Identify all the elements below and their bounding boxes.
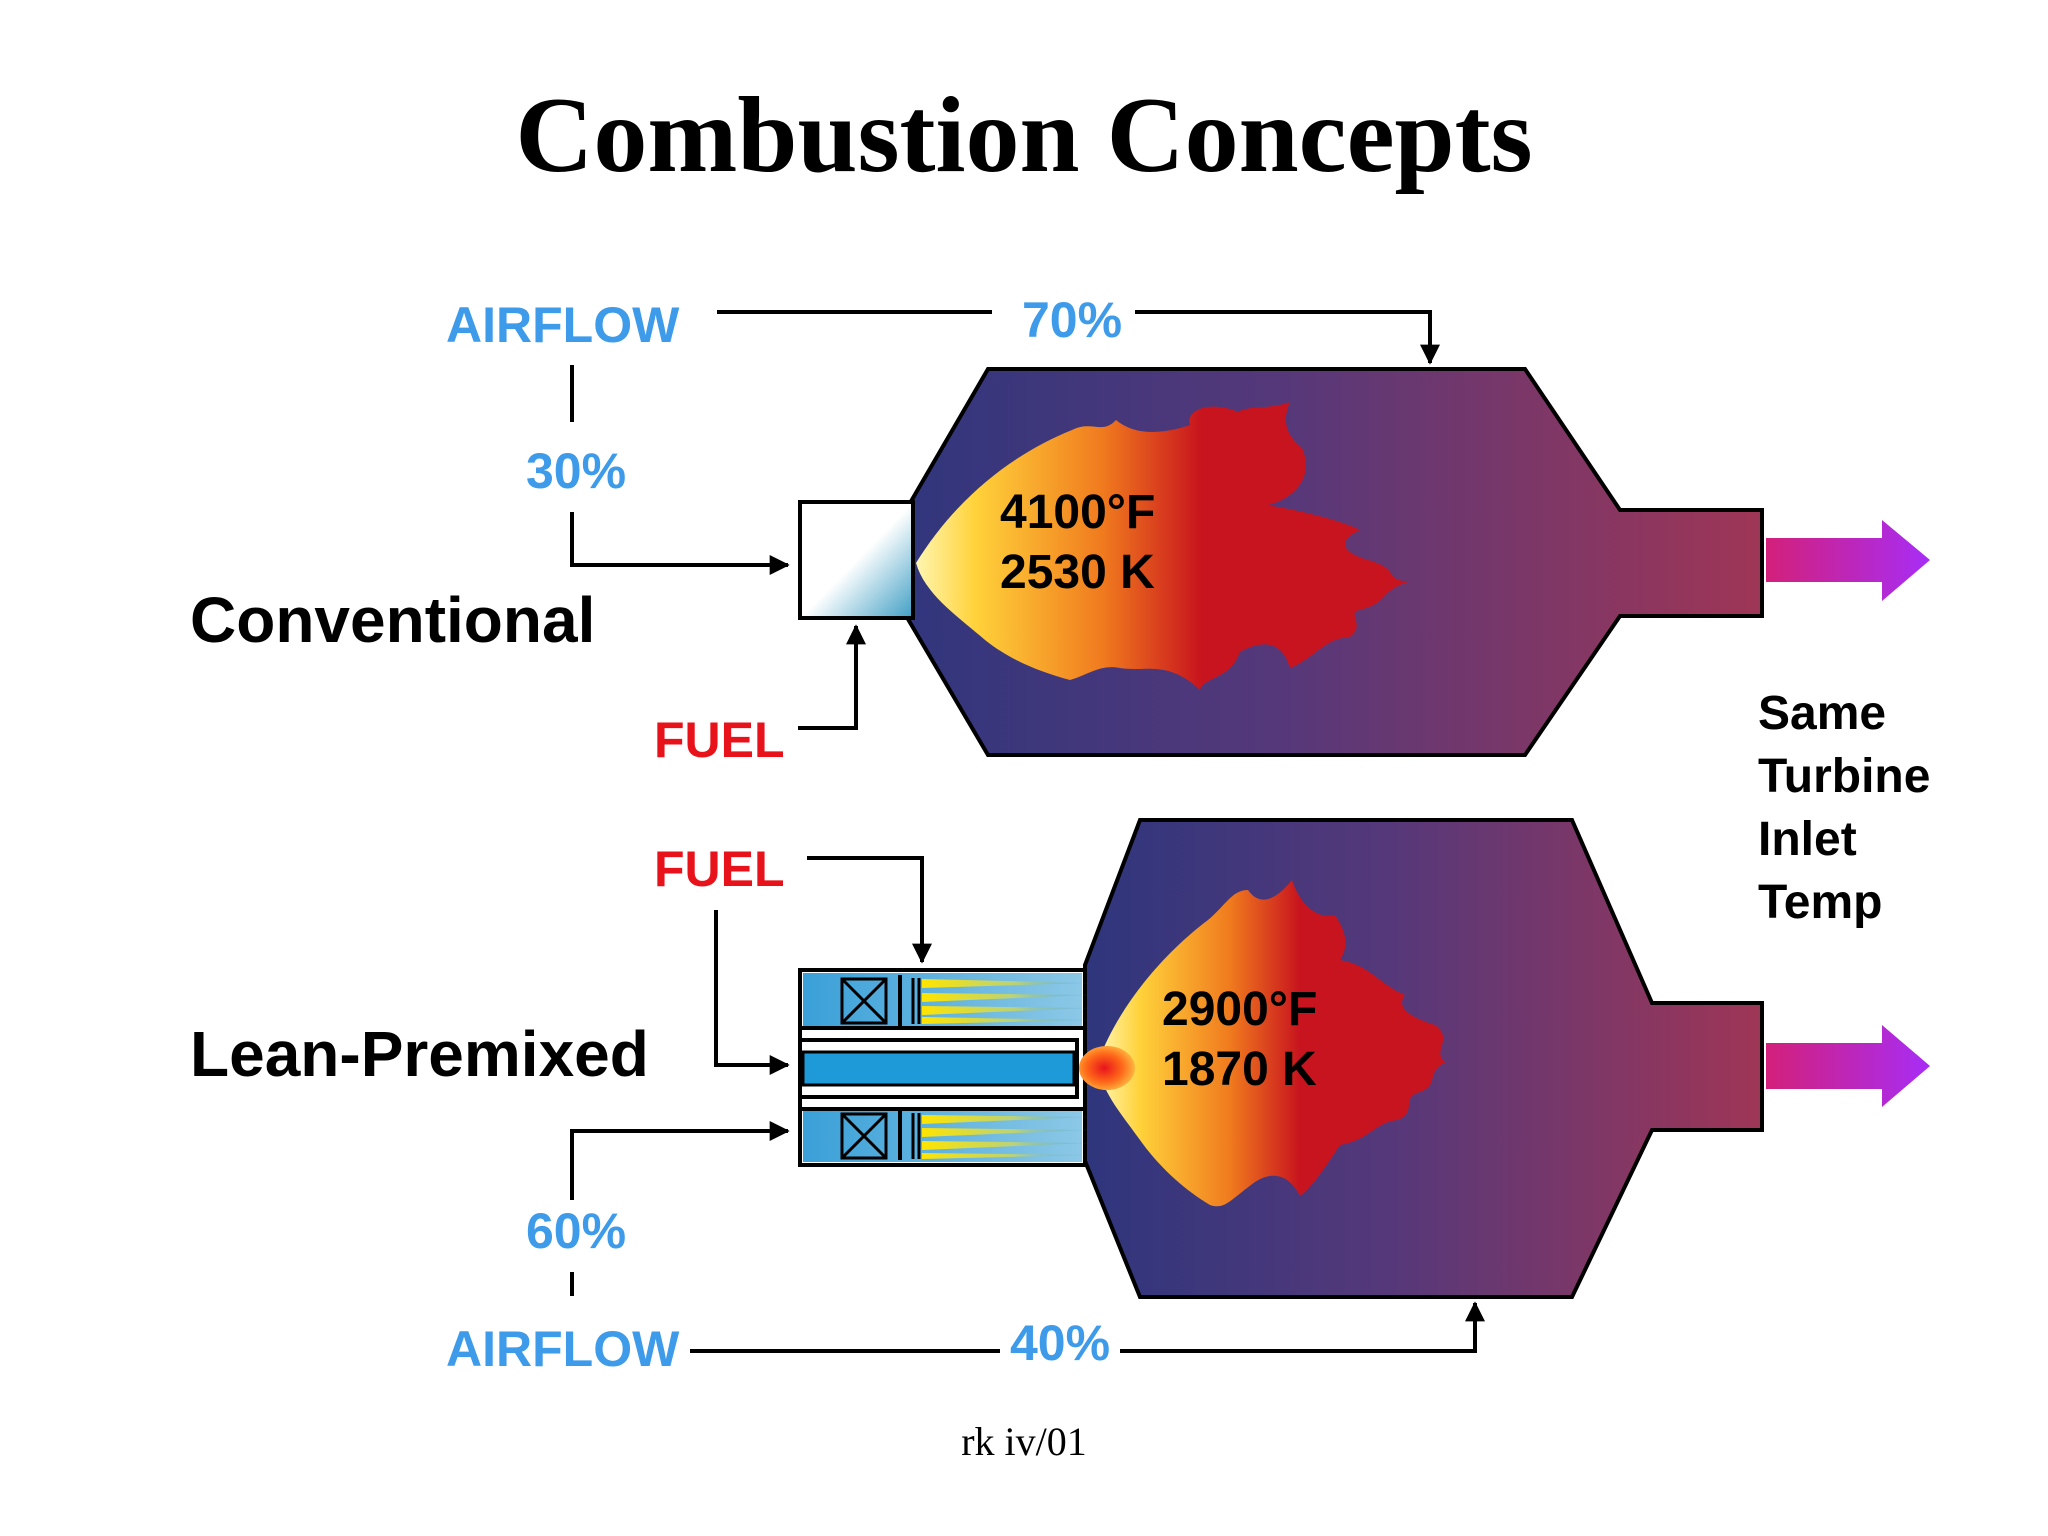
pilot-flame — [1079, 1046, 1135, 1090]
lean-premixed-airflow-label: AIRFLOW — [446, 1321, 680, 1377]
lean-premixed-primary-arrow — [570, 1121, 790, 1200]
lean-premixed-dilution-pct: 40% — [1010, 1315, 1111, 1371]
conventional-temp-k: 2530 K — [1000, 546, 1155, 599]
upper-fuel-jets — [922, 979, 1090, 1024]
lean-premixed-fuel-arrow-1 — [807, 856, 932, 964]
page-title: Combustion Concepts — [515, 76, 1533, 195]
conventional-dilution-arrow — [1135, 310, 1440, 365]
lower-swirler-icon — [840, 1111, 902, 1160]
lean-premixed-temp-f: 2900°F — [1162, 983, 1318, 1036]
conventional-fuel-arrow — [798, 624, 866, 730]
conventional-exhaust-arrow — [1766, 520, 1930, 601]
upper-injector-spokes — [911, 978, 921, 1024]
conventional-flame — [916, 402, 1408, 690]
lower-fuel-jets — [922, 1115, 1090, 1159]
conventional-primary-arrow — [570, 512, 790, 575]
lean-premixed-dilution-arrow — [1120, 1301, 1485, 1353]
lean-premixed-combustor — [570, 818, 1930, 1353]
conventional-primary-pct: 30% — [526, 443, 627, 499]
lean-premixed-primary-pct: 60% — [526, 1203, 627, 1259]
same-turbine-inlet-temp-note: Same Turbine Inlet Temp — [1758, 687, 1931, 929]
lean-premixed-fuel-arrow-2 — [714, 910, 790, 1075]
conventional-fuel-injector — [798, 500, 915, 620]
upper-swirler-icon — [840, 975, 902, 1026]
footer-credit: rk iv/01 — [961, 1419, 1087, 1464]
conventional-dilution-pct: 70% — [1022, 292, 1123, 348]
lower-injector-spokes — [911, 1113, 921, 1159]
conventional-temp-f: 4100°F — [1000, 486, 1156, 539]
lean-premixed-temp-k: 1870 K — [1162, 1043, 1317, 1096]
conventional-combustor — [570, 310, 1930, 757]
lean-premixed-flame — [1098, 880, 1446, 1207]
conventional-fuel-label: FUEL — [654, 712, 785, 768]
conventional-label: Conventional — [190, 584, 596, 656]
lean-premixed-exhaust-arrow — [1766, 1025, 1930, 1107]
lean-premixed-fuel-label: FUEL — [654, 841, 785, 897]
lean-premixed-label: Lean-Premixed — [190, 1018, 649, 1090]
conventional-airflow-label: AIRFLOW — [446, 297, 680, 353]
pilot-fuel-core — [801, 1050, 1076, 1087]
